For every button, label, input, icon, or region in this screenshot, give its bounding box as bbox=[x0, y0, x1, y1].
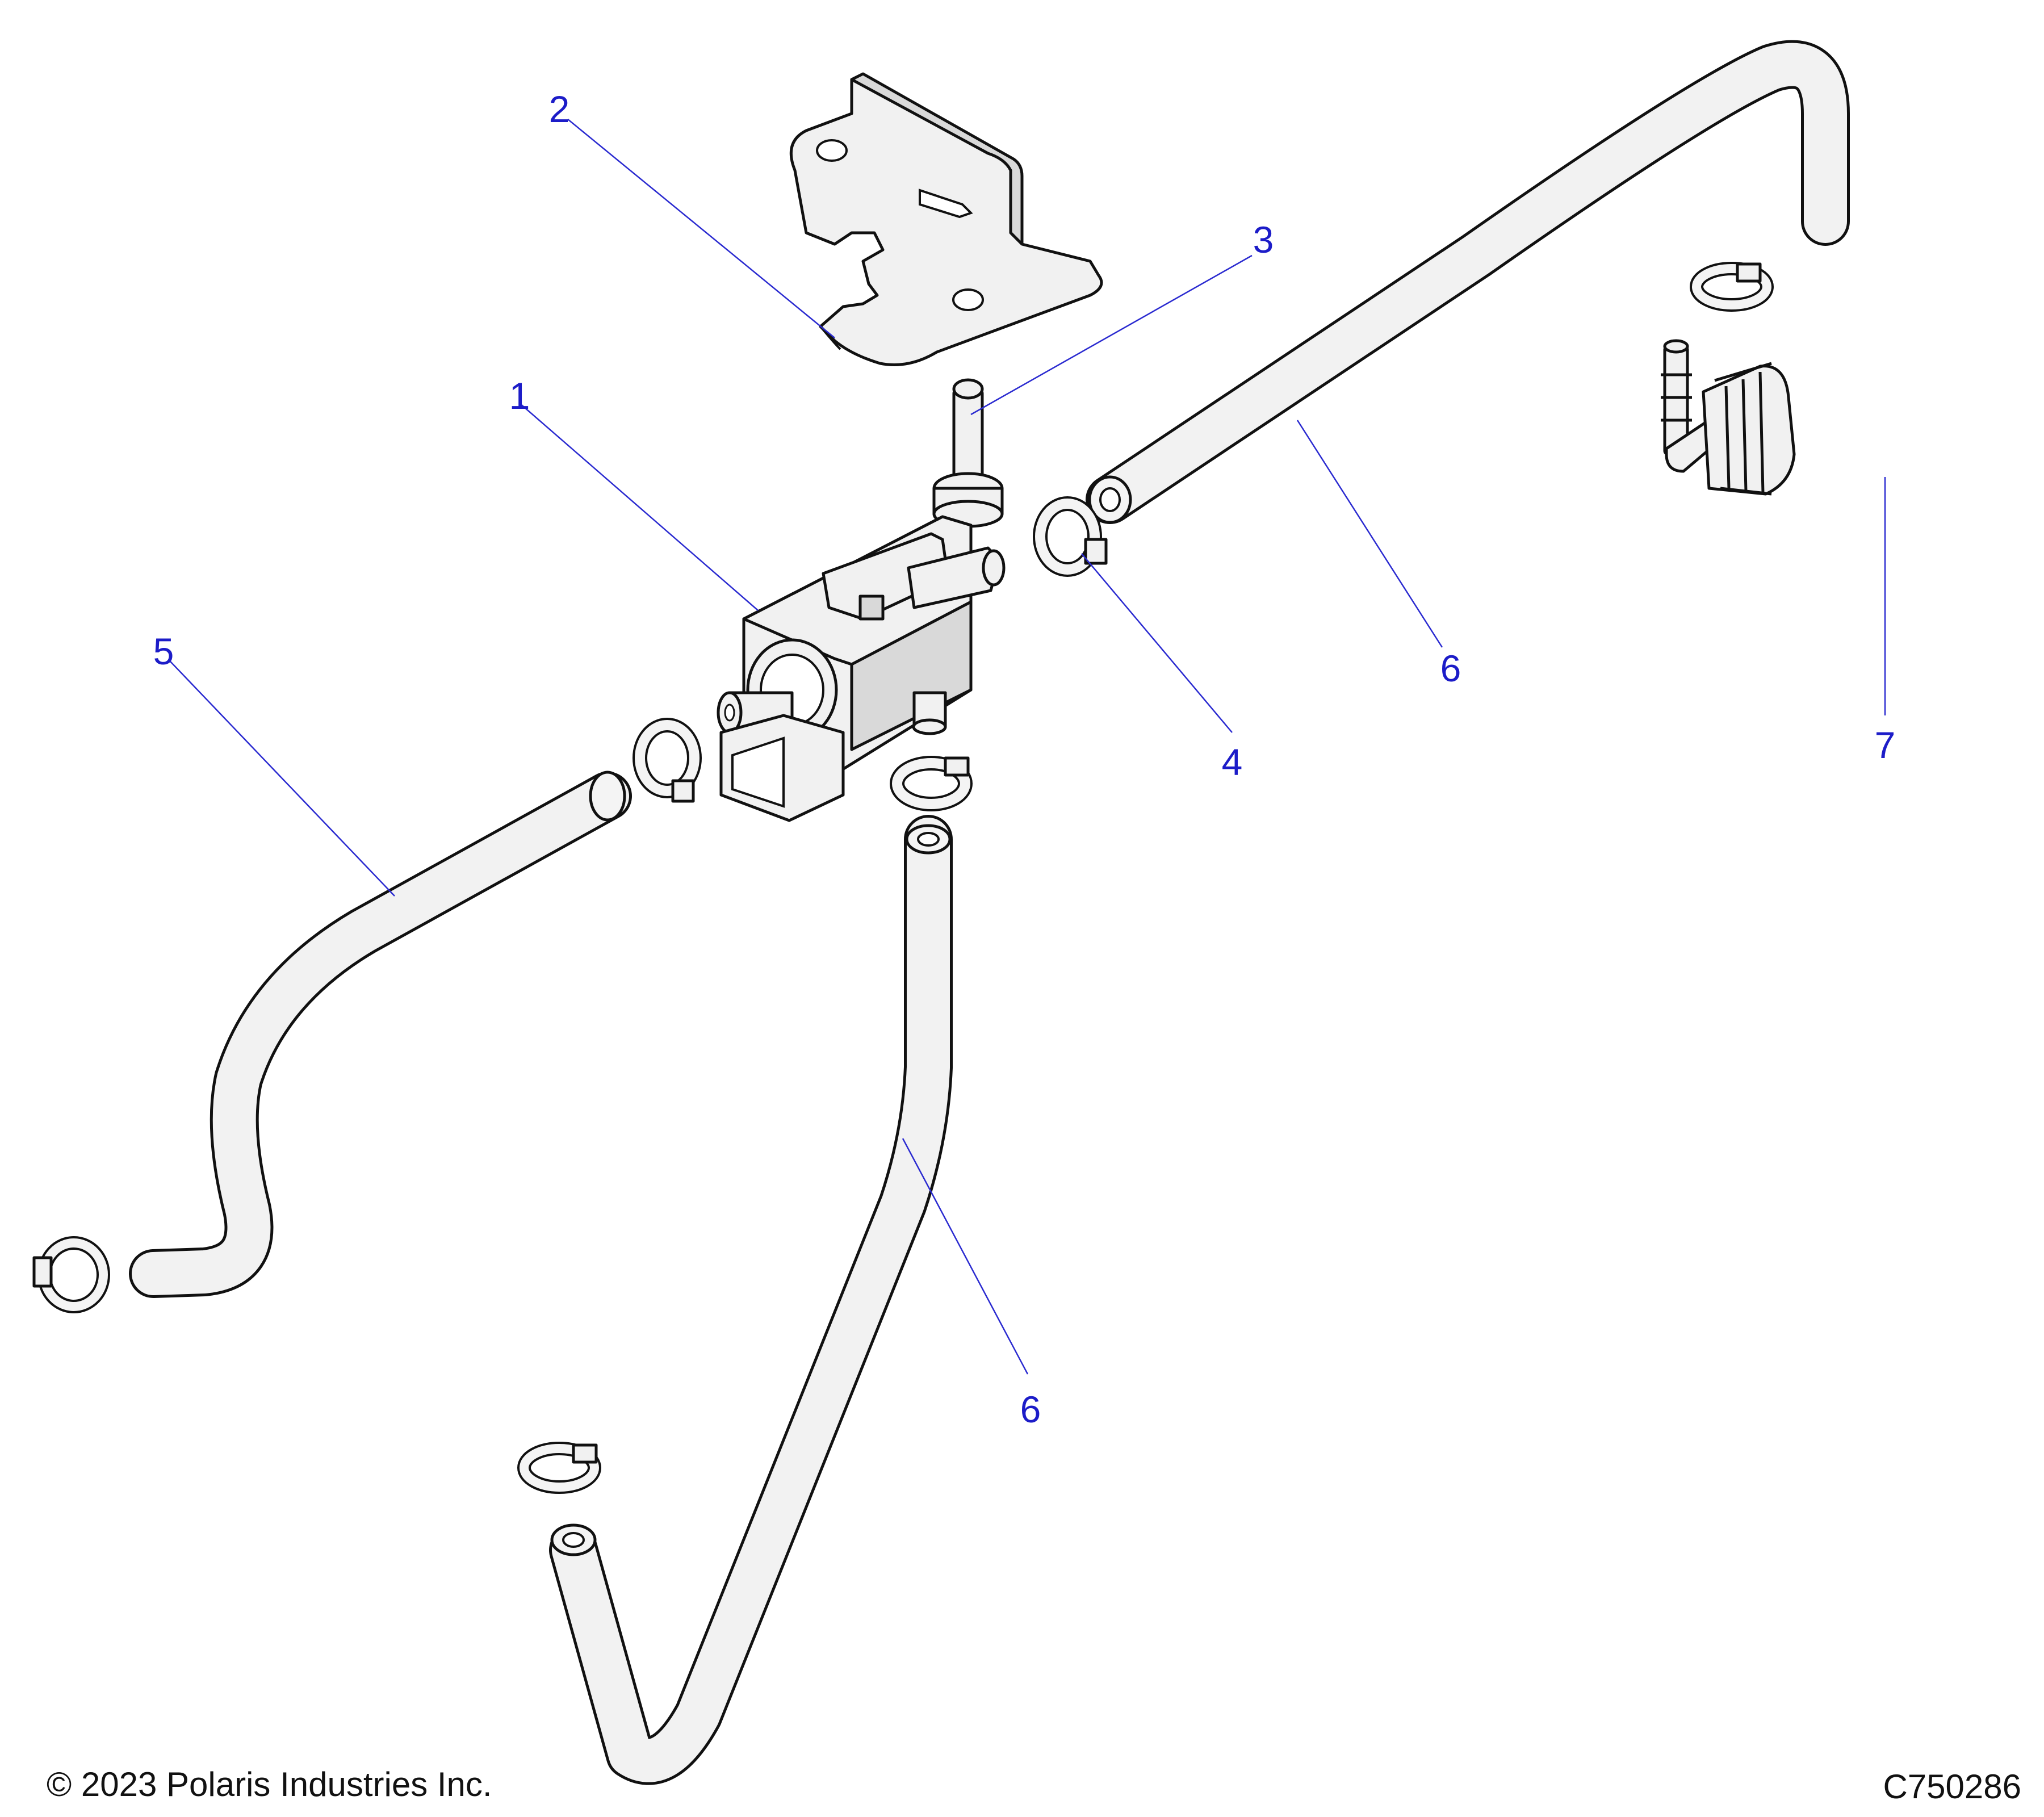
leader-6a bbox=[1296, 420, 1443, 648]
callout-6a: 6 bbox=[1440, 647, 1461, 689]
upper-hose bbox=[1086, 40, 1850, 524]
callout-1: 1 bbox=[509, 375, 530, 417]
bracket-hole-upper bbox=[816, 139, 848, 162]
lower-hose bbox=[549, 815, 953, 1785]
callout-3: 3 bbox=[1253, 219, 1274, 261]
elbow-fitting bbox=[1661, 339, 1796, 496]
hose-clamp bbox=[1033, 496, 1108, 577]
callout-2: 2 bbox=[549, 88, 570, 130]
hose-clamp-right bbox=[1690, 262, 1774, 312]
callout-6b: 6 bbox=[1020, 1388, 1041, 1430]
copyright-notice: © 2023 Polaris Industries Inc. bbox=[47, 1765, 492, 1803]
leader-4 bbox=[1081, 553, 1233, 733]
drawing-id: C750286 bbox=[1883, 1768, 2021, 1806]
leader-2 bbox=[567, 119, 835, 338]
hose-clamp-bottom-port bbox=[890, 756, 973, 811]
leader-6b bbox=[902, 1138, 1029, 1375]
callout-4: 4 bbox=[1222, 741, 1243, 783]
curved-hose bbox=[129, 771, 632, 1298]
bracket-slot bbox=[919, 189, 973, 219]
leader-5 bbox=[170, 661, 395, 897]
hose-clamp-bottom bbox=[517, 1442, 601, 1494]
leader-1 bbox=[519, 403, 759, 611]
hose-clamp-front-port bbox=[633, 718, 702, 803]
callout-7: 7 bbox=[1875, 724, 1896, 766]
bracket-hole-lower bbox=[952, 288, 984, 311]
callout-5: 5 bbox=[153, 630, 174, 672]
mounting-bracket bbox=[789, 72, 1103, 366]
hose-clamp-left bbox=[32, 1236, 110, 1313]
leader-3 bbox=[970, 254, 1253, 416]
solenoid-valve bbox=[717, 515, 1006, 822]
